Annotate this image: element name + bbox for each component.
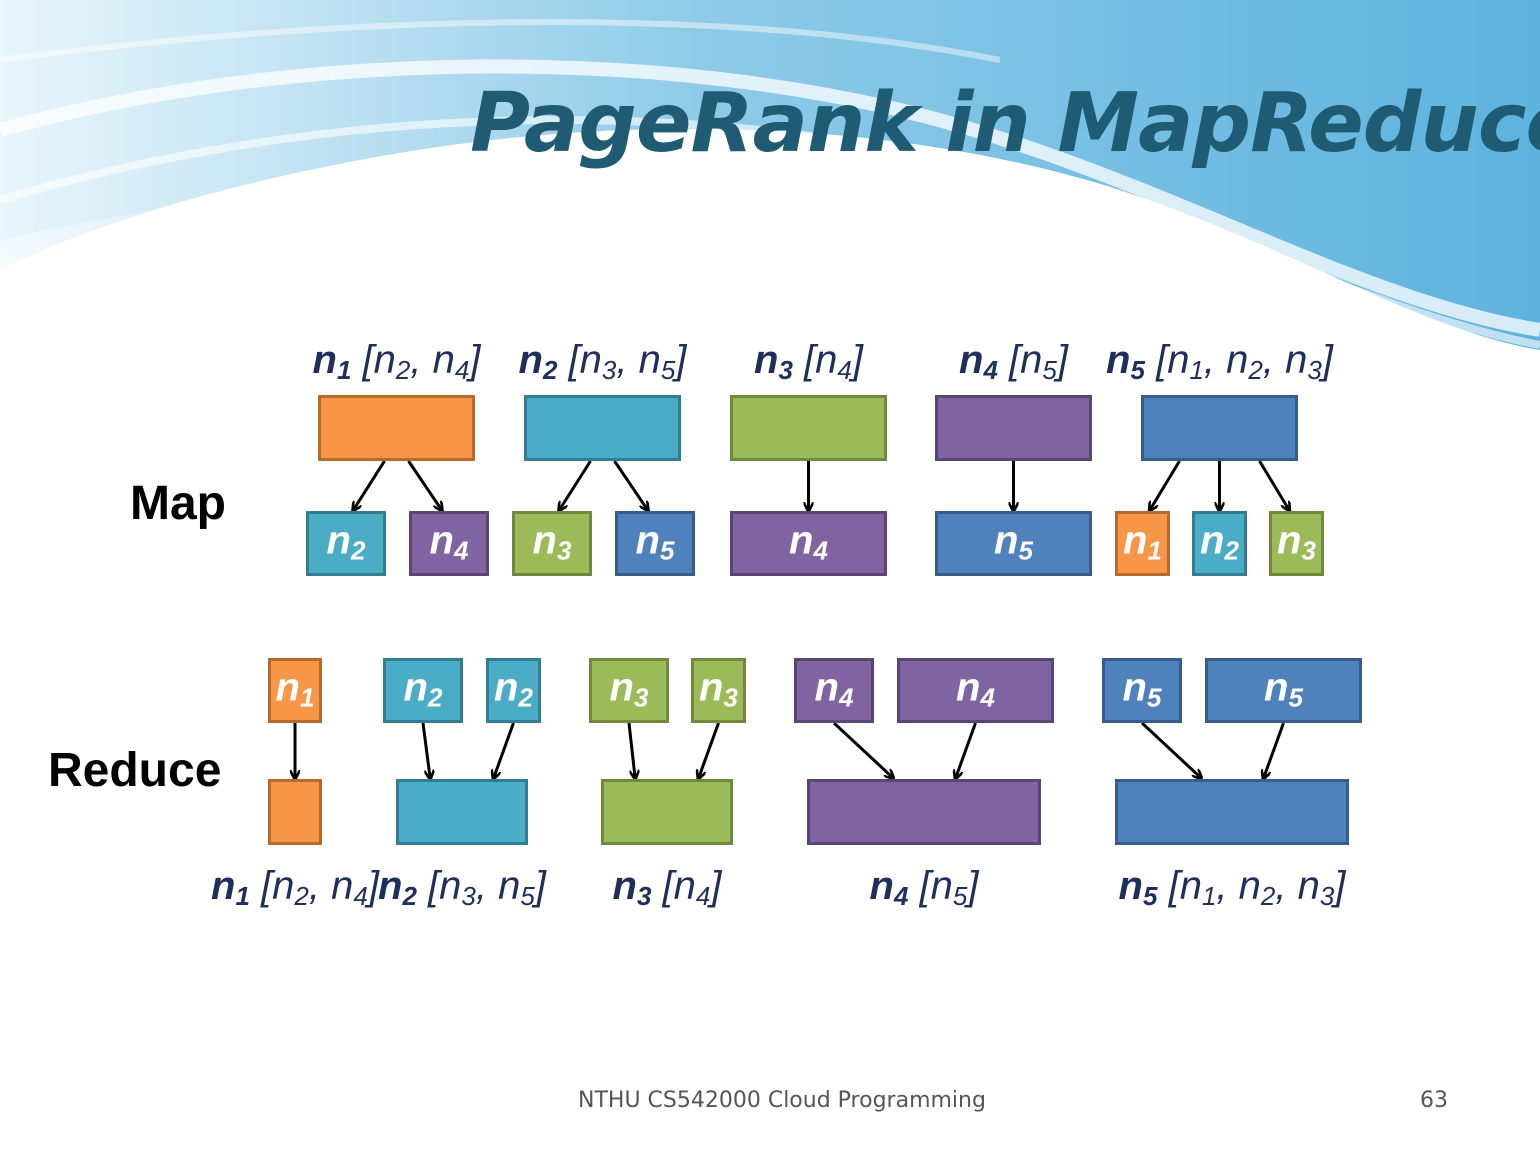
reduce-input-n5-1: n5: [1102, 658, 1182, 723]
map-label-n4: n4 [n5]: [959, 338, 1068, 385]
slide-title: PageRank in MapReduce: [470, 76, 1540, 171]
map-output-n5-to-n1-text: n1: [1123, 517, 1162, 565]
map-label-n5: n5 [n1, n2, n3]: [1106, 338, 1333, 385]
reduce-input-n3-2: n3: [691, 658, 746, 723]
reduce-arrow-n2-2: [494, 722, 515, 777]
map-output-n5-to-n1: n1: [1115, 511, 1170, 576]
reduce-arrow-n5-1: [1140, 721, 1200, 777]
map-source-n1: [318, 395, 475, 461]
map-arrow-n1-2: [354, 460, 386, 509]
map-output-n2-to-n5-text: n5: [635, 517, 675, 565]
reduce-input-n2-2-text: n2: [494, 664, 533, 712]
reduce-input-n5-2: n5: [1205, 658, 1362, 723]
reduce-input-n3-1-text: n3: [609, 664, 649, 712]
footer-text: NTHU CS542000 Cloud Programming: [578, 1088, 986, 1113]
map-output-n5-to-n2-text: n2: [1200, 517, 1239, 565]
reduce-label-n1: n1 [n2, n4]: [211, 864, 379, 911]
map-output-n1-to-n2: n2: [306, 511, 386, 576]
map-output-n5-to-n3-text: n3: [1277, 517, 1316, 565]
reduce-arrow-n4-1: [832, 721, 892, 777]
reduce-input-n4-2: n4: [897, 658, 1054, 723]
map-output-n1-to-n4-text: n4: [429, 517, 469, 565]
reduce-input-n2-2: n2: [486, 658, 541, 723]
reduce-result-n5: [1115, 779, 1349, 845]
reduce-input-n3-1: n3: [589, 658, 669, 723]
reduce-arrow-n5-2: [1264, 722, 1285, 777]
reduce-label-n4: n4 [n5]: [869, 864, 979, 911]
reduce-label-n5: n5 [n1, n2, n3]: [1118, 864, 1346, 911]
page-number: 63: [1420, 1088, 1448, 1113]
reduce-arrow-n4-2: [956, 722, 977, 777]
reduce-result-n1: [268, 779, 322, 845]
map-output-n2-to-n3-text: n3: [532, 517, 572, 565]
map-source-n4: [935, 395, 1092, 461]
map-label-n1: n1 [n2, n4]: [312, 338, 481, 385]
reduce-arrow-n3-2: [699, 722, 720, 777]
reduce-label-n2: n2 [n3, n5]: [378, 864, 546, 911]
reduce-result-n4: [807, 779, 1041, 845]
map-label-n2: n2 [n3, n5]: [518, 338, 687, 385]
map-output-n4-to-n5-text: n5: [994, 517, 1033, 565]
reduce-input-n1-1-text: n1: [275, 664, 315, 712]
map-row-label: Map: [130, 477, 226, 530]
map-output-n2-to-n3: n3: [512, 511, 592, 576]
map-output-n1-to-n4: n4: [409, 511, 489, 576]
map-label-n3: n3 [n4]: [754, 338, 863, 385]
reduce-input-n2-1: n2: [383, 658, 463, 723]
reduce-arrow-n2-1: [421, 722, 430, 777]
reduce-input-n4-1: n4: [794, 658, 874, 723]
map-source-n2: [524, 395, 681, 461]
reduce-input-n4-1-text: n4: [814, 664, 854, 712]
map-arrow-n2-3: [560, 460, 592, 509]
map-source-n3: [730, 395, 887, 461]
map-output-n4-to-n5: n5: [935, 511, 1092, 576]
reduce-input-n5-1-text: n5: [1122, 664, 1162, 712]
reduce-input-n1-1: n1: [268, 658, 322, 723]
map-output-n5-to-n2: n2: [1192, 511, 1247, 576]
map-output-n3-to-n4-text: n4: [789, 517, 828, 565]
reduce-arrow-n3-1: [627, 722, 635, 777]
reduce-result-n2: [396, 779, 528, 845]
map-output-n3-to-n4: n4: [730, 511, 887, 576]
map-output-n1-to-n2-text: n2: [326, 517, 366, 565]
reduce-input-n4-2-text: n4: [956, 664, 995, 712]
reduce-input-n2-1-text: n2: [403, 664, 443, 712]
reduce-result-n3: [601, 779, 733, 845]
map-arrow-n2-5: [613, 460, 648, 509]
reduce-input-n3-2-text: n3: [699, 664, 738, 712]
reduce-label-n3: n3 [n4]: [612, 864, 722, 911]
map-arrow-n5-3: [1258, 460, 1289, 509]
map-arrow-n5-1: [1151, 460, 1181, 509]
map-output-n5-to-n3: n3: [1269, 511, 1324, 576]
reduce-row-label: Reduce: [48, 744, 222, 797]
map-source-n5: [1141, 395, 1298, 461]
map-output-n2-to-n5: n5: [615, 511, 695, 576]
map-arrow-n1-4: [407, 460, 442, 509]
reduce-input-n5-2-text: n5: [1264, 664, 1303, 712]
